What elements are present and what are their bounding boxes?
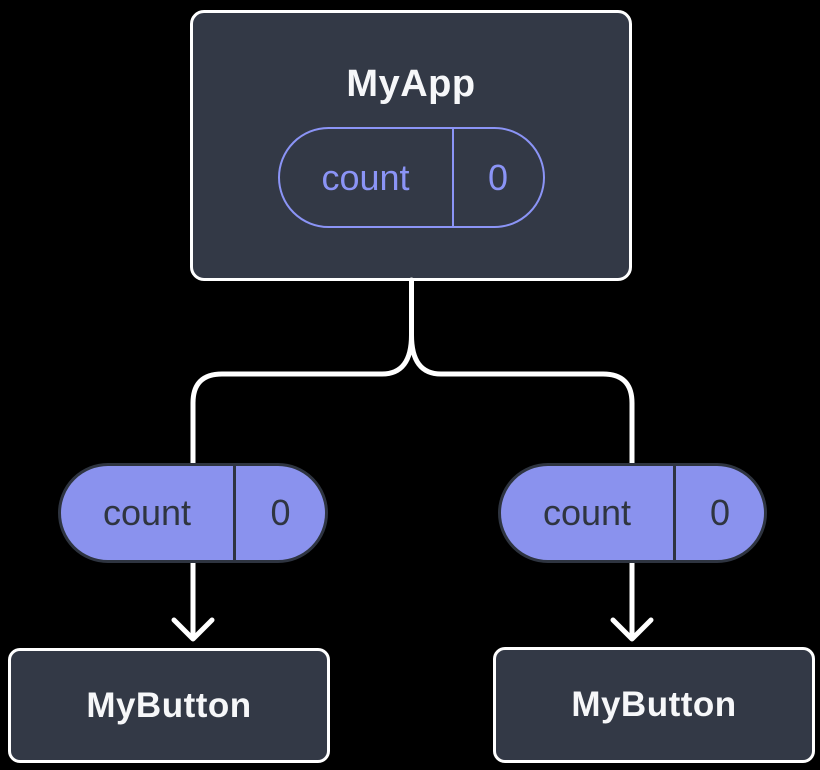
state-name-label: count: [542, 492, 632, 533]
state-value-label: 0: [673, 466, 764, 560]
root-component-card: MyApp count 0: [190, 10, 632, 281]
state-value-label: 0: [233, 466, 325, 560]
down-arrowhead-icon: [610, 617, 654, 642]
state-name-label: count: [102, 492, 192, 533]
child-state-pill-right: count 0: [498, 463, 767, 563]
child-component-title: MyButton: [86, 685, 252, 725]
state-name-label: count: [321, 156, 410, 198]
connector-branch-left: [190, 332, 414, 467]
child-state-pill-left: count 0: [58, 463, 328, 563]
root-component-title: MyApp: [346, 63, 476, 105]
down-arrowhead-icon: [171, 617, 215, 642]
child-component-card-left: MyButton: [8, 648, 330, 763]
child-component-card-right: MyButton: [493, 647, 815, 763]
root-state-pill: count 0: [277, 127, 545, 228]
child-component-title: MyButton: [571, 685, 737, 724]
connector-branch-right: [409, 332, 635, 467]
state-value-label: 0: [451, 129, 543, 226]
